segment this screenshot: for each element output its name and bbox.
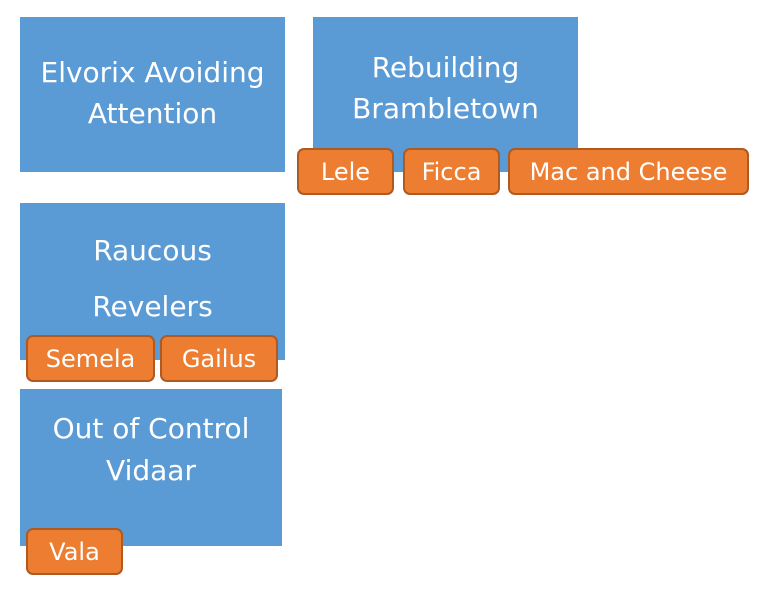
group-title: Rebuilding Brambletown xyxy=(352,47,539,129)
group-card-out-of-control-vidaar: Out of Control Vidaar xyxy=(20,389,282,546)
group-card-elvorix-avoiding-attention: Elvorix Avoiding Attention xyxy=(20,17,285,172)
group-title-line: Revelers xyxy=(92,290,213,323)
group-title: Elvorix Avoiding Attention xyxy=(41,52,265,134)
group-title-line: Raucous xyxy=(93,234,212,267)
group-title-line: Brambletown xyxy=(352,91,539,125)
member-tag-mac-and-cheese[interactable]: Mac and Cheese xyxy=(508,148,749,195)
member-tag-gailus[interactable]: Gailus xyxy=(160,335,278,382)
member-tag-semela[interactable]: Semela xyxy=(26,335,155,382)
group-title-line: Vidaar xyxy=(106,454,196,487)
group-title-line: Attention xyxy=(87,96,218,130)
group-title-line: Rebuilding xyxy=(371,50,520,84)
member-tag-ficca[interactable]: Ficca xyxy=(403,148,500,195)
group-card-raucous-revelers: Raucous Revelers xyxy=(20,203,285,360)
group-title: Out of Control Vidaar xyxy=(53,408,250,492)
group-card-rebuilding-brambletown: Rebuilding Brambletown xyxy=(313,17,578,172)
group-title-line: Elvorix Avoiding xyxy=(40,55,265,89)
group-title: Raucous Revelers xyxy=(92,223,212,335)
member-tag-vala[interactable]: Vala xyxy=(26,528,123,575)
member-tag-lele[interactable]: Lele xyxy=(297,148,394,195)
group-title-line: Out of Control xyxy=(52,412,250,445)
